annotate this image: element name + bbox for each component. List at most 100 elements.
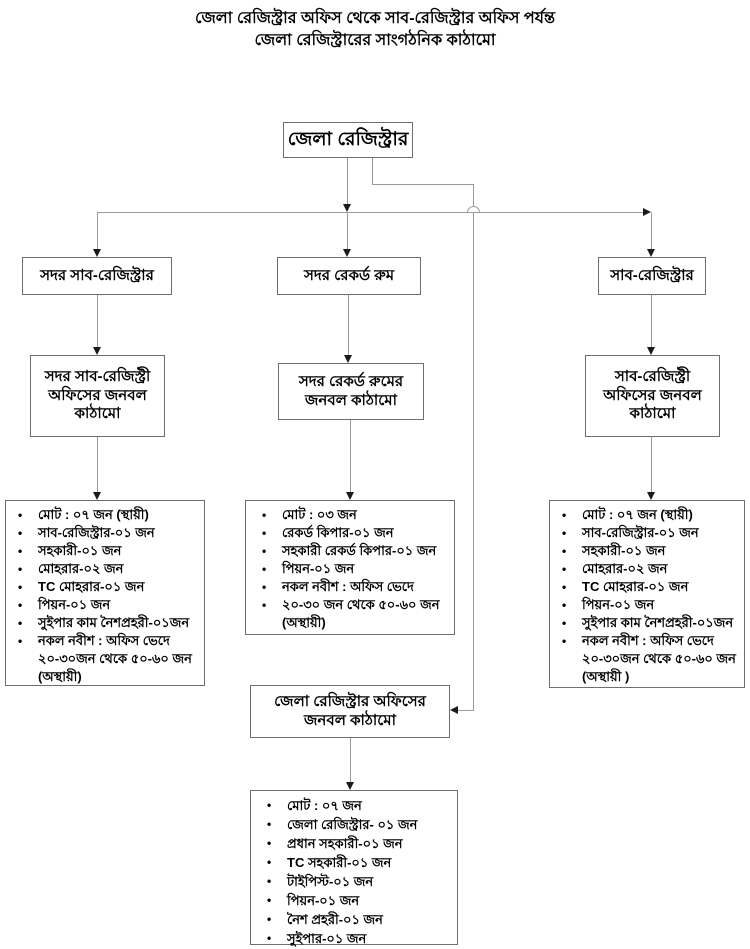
list-item-text: মোট : ০৭ জন — [287, 798, 362, 813]
staff-list-middle: • মোট : ০৩ জন •রেকর্ড কিপার-০১ জন •সহকারী… — [245, 500, 455, 635]
node-label: সদর রেকর্ড রুম — [303, 266, 395, 284]
list-item-text: সাব-রেজিস্ট্রার-০১ জন — [582, 525, 699, 540]
list-item-text: নকল নবীশ : অফিস ভেদে — [282, 579, 414, 594]
list-item-text: মোহরার-০২ জন — [38, 561, 124, 576]
list-item: • পিয়ন-০১ জন — [250, 560, 450, 578]
arrowhead-middle-structure — [344, 355, 352, 363]
bullet-icon: • — [18, 580, 23, 594]
list-item: •টাইপিস্ট-০১ জন — [255, 872, 453, 891]
bullet-icon: • — [262, 508, 267, 522]
node-label: সদর সাব-রেজিস্ট্রার — [40, 266, 154, 284]
connector-step-across — [372, 184, 474, 185]
chart-title-line2: জেলা রেজিস্ট্রারের সাংগঠনিক কাঠামো — [254, 32, 496, 49]
connector-right-list — [651, 437, 652, 492]
arrowhead-bus-right — [643, 208, 651, 216]
bullet-icon: • — [267, 798, 272, 812]
node-district-registrar: জেলা রেজিস্ট্রার — [283, 122, 413, 158]
list-item-text: টাইপিস্ট-০১ জন — [287, 874, 374, 889]
bullet-icon: • — [18, 634, 23, 648]
list-item-text: পিয়ন-০১ জন — [287, 893, 360, 908]
connector-bus-right-drop — [651, 212, 652, 249]
bullet-icon: • — [562, 526, 567, 540]
arrowhead-bottom-box — [450, 706, 458, 714]
bullet-icon: • — [562, 544, 567, 558]
arrowhead-left-list — [93, 492, 101, 500]
bullet-icon: • — [262, 580, 267, 594]
node-sadar-record-room: সদর রেকর্ড রুম — [277, 257, 421, 295]
arrowhead-root-bus — [343, 204, 351, 212]
node-label-line: জনবল কাঠামো — [304, 711, 396, 729]
list-item: •মোহরার-০২ জন — [554, 560, 740, 578]
connector-left-list — [97, 437, 98, 492]
list-item: •জেলা রেজিস্ট্রার- ০১ জন — [255, 815, 453, 834]
bullet-icon: • — [262, 598, 267, 612]
bullet-icon: • — [18, 562, 23, 576]
list-item-text: সহকারী-০১ জন — [582, 543, 666, 558]
list-item: •সহকারী রেকর্ড কিপার-০১ জন — [250, 542, 450, 560]
list-item-text: সুইপার কাম নৈশপ্রহরী-০১জন — [582, 615, 734, 630]
staff-list: • মোট : ০৩ জন •রেকর্ড কিপার-০১ জন •সহকারী… — [250, 506, 450, 632]
bullet-icon: • — [267, 893, 272, 907]
list-item: • মোট : ০৭ জন — [255, 796, 453, 815]
list-item: •সুইপার কাম নৈশপ্রহরী-০১জন — [554, 614, 740, 632]
staff-list: •মোট : ০৭ জন (স্থায়ী) •সাব-রেজিস্ট্রার-… — [554, 506, 740, 686]
staff-list-right: •মোট : ০৭ জন (স্থায়ী) •সাব-রেজিস্ট্রার-… — [549, 500, 745, 688]
list-item-text: সুইপার-০১ জন — [287, 931, 367, 946]
list-item: • ২০-৩০ জন থেকে ৫০-৬০ জন (অস্থায়ী) — [250, 596, 450, 632]
connector-left-structure — [97, 295, 98, 347]
connector-bus — [97, 212, 643, 213]
node-label-line: জনবল কাঠামো — [305, 391, 397, 409]
node-sadar-sub-registrar: সদর সাব-রেজিস্ট্রার — [22, 257, 172, 295]
list-item-text: ২০-৩০ জন থেকে ৫০-৬০ জন (অস্থায়ী) — [282, 597, 440, 630]
node-label-line: কাঠামো — [629, 405, 676, 423]
list-item: •নৈশ প্রহরী-০১ জন — [255, 910, 453, 929]
list-item-text: সুইপার কাম নৈশপ্রহরী-০১জন — [38, 615, 190, 630]
list-item-text: TC সহকারী-০১ জন — [287, 855, 392, 870]
connector-right-structure — [651, 295, 652, 347]
connector-bus-left-drop — [97, 212, 98, 249]
list-item: •নকল নবীশ : অফিস ভেদে ২০-৩০জন থেকে ৫০-৬০… — [554, 632, 740, 686]
node-label-line: কাঠামো — [74, 405, 121, 423]
bullet-icon: • — [18, 544, 23, 558]
list-item-text: পিয়ন-০১ জন — [282, 561, 355, 576]
list-item: • নকল নবীশ : অফিস ভেদে ২০-৩০জন থেকে ৫০-৬০… — [10, 632, 200, 686]
bullet-icon: • — [267, 912, 272, 926]
list-item: •প্রধান সহকারী-০১ জন — [255, 834, 453, 853]
list-item-text: সাব-রেজিস্ট্রার-০১ জন — [38, 525, 155, 540]
list-item: • সাব-রেজিস্ট্রার-০১ জন — [554, 524, 740, 542]
list-item: •পিয়ন-০১ জন — [554, 596, 740, 614]
list-item: •মোট : ০৭ জন (স্থায়ী) — [554, 506, 740, 524]
arrowhead-right-structure — [647, 347, 655, 355]
bullet-icon: • — [562, 562, 567, 576]
list-item-text: পিয়ন-০১ জন — [582, 597, 655, 612]
node-label-line: সাব-রেজিস্ট্রী — [614, 367, 691, 385]
list-item: •সুইপার-০১ জন — [255, 929, 453, 948]
arrowhead-right-list — [647, 492, 655, 500]
staff-list: • মোট : ০৭ জন (স্থায়ী) • সাব-রেজিস্ট্রার-… — [10, 506, 200, 686]
connector-into-bottom-box — [458, 710, 474, 711]
node-label-line: অফিসের জনবল — [603, 386, 702, 404]
list-item-text: প্রধান সহকারী-০১ জন — [287, 836, 403, 851]
list-item: • পিয়ন-০১ জন — [255, 891, 453, 910]
arrowhead-left-office — [93, 249, 101, 257]
connector-step-down — [372, 158, 373, 185]
list-item: • মোট : ০৩ জন — [250, 506, 450, 524]
connector-long-drop-upper — [473, 184, 474, 207]
list-item: •রেকর্ড কিপার-০১ জন — [250, 524, 450, 542]
bullet-icon: • — [267, 855, 272, 869]
list-item-text: নকল নবীশ : অফিস ভেদে ২০-৩০জন থেকে ৫০-৬০ … — [38, 633, 192, 684]
node-label: সাব-রেজিস্ট্রার — [610, 266, 694, 284]
chart-title-line1: জেলা রেজিস্ট্রার অফিস থেকে সাব-রেজিস্ট্র… — [195, 10, 555, 27]
node-label-line: অফিসের জনবল — [48, 386, 147, 404]
bullet-icon: • — [262, 562, 267, 576]
list-item-text: জেলা রেজিস্ট্রার- ০১ জন — [287, 817, 418, 832]
list-item: •TC মোহরার-০১ জন — [554, 578, 740, 596]
list-item-text: মোট : ০৭ জন (স্থায়ী) — [582, 507, 693, 522]
connector-middle-list — [350, 420, 351, 492]
bullet-icon: • — [262, 526, 267, 540]
list-item-text: মোট : ০৩ জন — [282, 507, 357, 522]
list-item-text: TC মোহরার-০১ জন — [582, 579, 689, 594]
bullet-icon: • — [18, 598, 23, 612]
list-item-text: মোট : ০৭ জন (স্থায়ী) — [38, 507, 149, 522]
